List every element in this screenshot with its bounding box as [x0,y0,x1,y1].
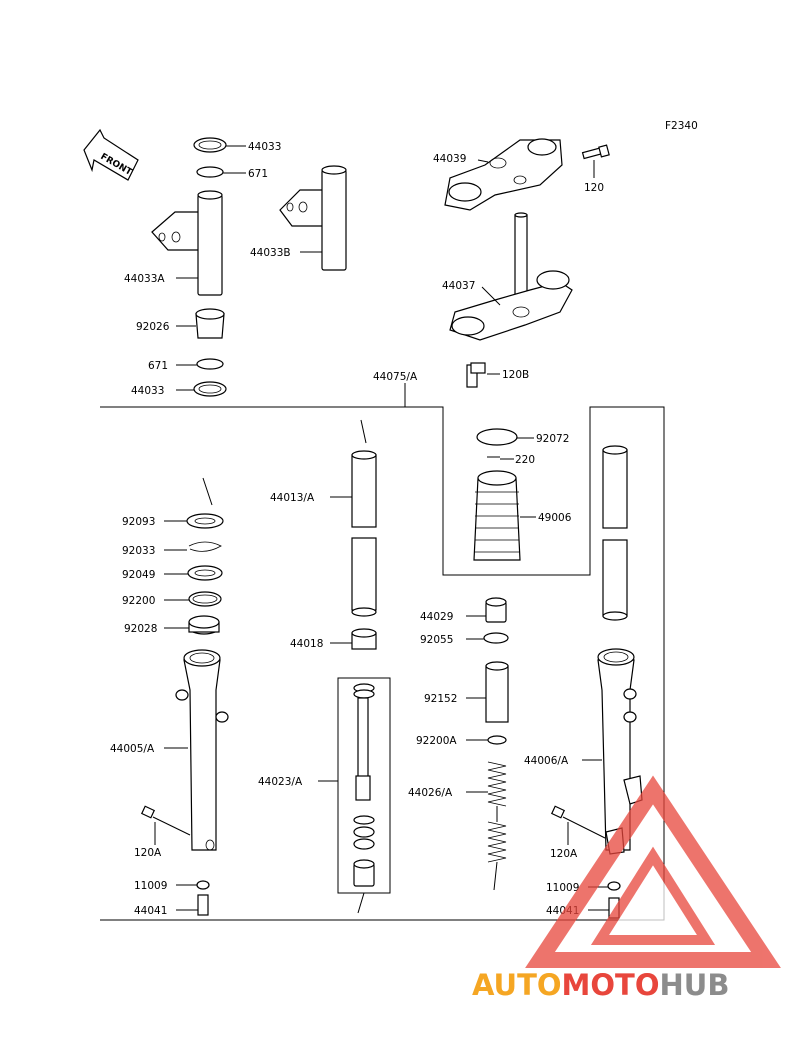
label-92200A: 92200A [416,735,457,747]
part-44029-cap-bolt [466,597,507,623]
label-49006: 49006 [538,512,572,524]
watermark-text: AUTOMOTOHUB [472,968,729,1002]
watermark-inner-triangle [590,846,716,945]
part-44006A-outer-tube [582,648,643,855]
watermark-auto: AUTO [472,968,562,1002]
label-92055: 92055 [420,634,453,646]
label-92028: 92028 [124,623,157,635]
watermark-moto: MOTO [562,968,660,1002]
part-92200A-washer [466,735,507,745]
part-120A-bolt-right [550,805,606,845]
label-92033: 92033 [122,545,155,557]
label-120A-left: 120A [134,847,162,859]
part-49006-dust-boot [473,470,536,561]
label-44033-bottom: 44033 [131,385,164,397]
label-44037: 44037 [442,280,475,292]
label-44033-top: 44033 [248,141,281,153]
label-44029: 44029 [420,611,453,623]
part-92093-oil-seal [164,477,224,529]
label-44026A: 44026/A [408,787,453,799]
label-220: 220 [515,454,535,466]
part-671-bottom [176,358,224,370]
label-92152: 92152 [424,693,457,705]
label-92049: 92049 [122,569,155,581]
part-44039-upper-bracket [444,138,563,211]
part-44033B-fork-tube [279,165,347,271]
front-direction-arrow: FRONT [83,128,139,181]
label-92200: 92200 [122,595,155,607]
part-92055-o-ring [466,632,509,644]
kit-boundary-box [100,406,665,921]
label-120B: 120B [502,369,529,381]
label-120: 120 [584,182,604,194]
part-92033-circlip [164,541,222,552]
label-44033A: 44033A [124,273,165,285]
part-120A-bolt-left [140,805,191,845]
part-44033A-fork-tube [151,190,223,296]
part-120-bolt-top [581,144,610,178]
part-44023A-damper-rod [318,683,375,914]
part-92200-washer [164,591,222,607]
label-92072: 92072 [536,433,569,445]
part-220-screw [487,456,514,460]
label-671-bottom: 671 [148,360,168,372]
part-44041-bolt-left [176,894,209,916]
label-92093: 92093 [122,516,155,528]
part-11009-gasket-left [176,880,210,890]
label-44033B: 44033B [250,247,291,259]
label-44005A: 44005/A [110,743,155,755]
watermark-hub: HUB [660,968,730,1002]
label-120A-right: 120A [550,848,578,860]
label-44041-left: 44041 [134,905,167,917]
part-92026-collar [176,308,225,339]
label-11009-right: 11009 [546,882,579,894]
part-44005A-outer-tube [164,649,229,851]
diagram-code: F2340 [665,120,698,132]
part-right-inner-tube [602,445,628,621]
label-44039: 44039 [433,153,466,165]
part-92152-spacer [466,661,509,723]
part-44013A-inner-tube [330,419,377,617]
part-92028-bushing [164,615,220,635]
part-44033-top [193,137,246,153]
part-44033-bottom [176,381,227,397]
label-11009-left: 11009 [134,880,167,892]
part-44018-bushing [330,628,377,650]
label-92026: 92026 [136,321,170,333]
part-120B-bolt [466,362,500,388]
part-92072-clamp [476,428,534,446]
watermark-logo [525,775,781,968]
part-44037-lower-bracket [449,212,573,341]
part-11009-gasket-right [588,881,621,891]
part-92049-oil-seal [164,565,223,581]
label-671-top: 671 [248,168,268,180]
part-44026A-fork-spring [466,761,507,891]
label-44013A: 44013/A [270,492,315,504]
watermark-triangle [525,775,781,968]
label-44018: 44018 [290,638,323,650]
label-44075A: 44075/A [373,371,418,383]
part-671-top [196,166,246,178]
label-44006A: 44006/A [524,755,569,767]
label-44023A: 44023/A [258,776,303,788]
